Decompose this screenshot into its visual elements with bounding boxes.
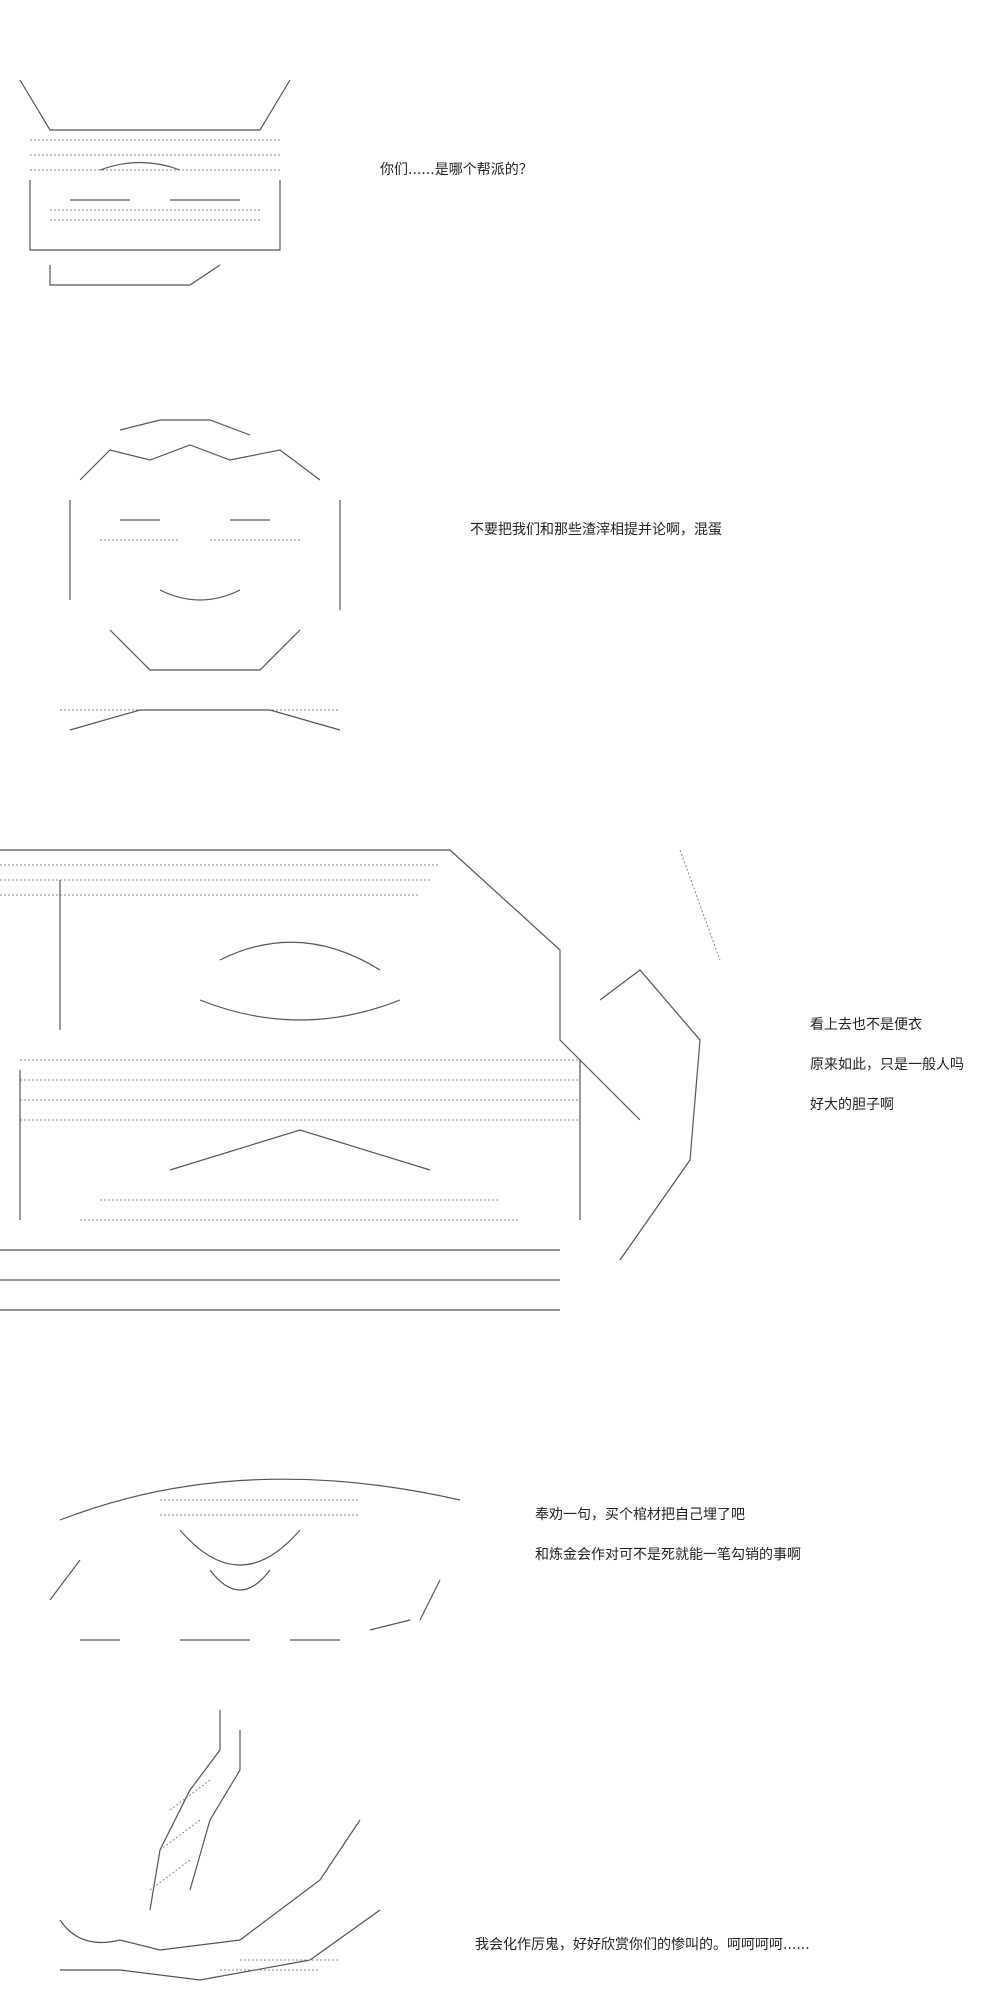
dialogue-line: 和炼金会作对可不是死就能一笔勾销的事啊 [535, 1547, 801, 1563]
ascii-art-hand-5 [40, 1690, 430, 1990]
panel-4: 奉劝一句，买个棺材把自己埋了吧 和炼金会作对可不是死就能一笔勾销的事啊 [0, 1440, 990, 1650]
dialogue-line: 好大的胆子啊 [810, 1097, 894, 1113]
dialogue-1: 你们......是哪个帮派的？ [380, 160, 533, 180]
dialogue-line: 你们......是哪个帮派的？ [380, 162, 533, 178]
dialogue-line: 不要把我们和那些渣滓相提并论啊，混蛋 [470, 522, 722, 538]
panel-5: 我会化作厉鬼，好好欣赏你们的惨叫的。呵呵呵呵...... [0, 1680, 990, 2000]
ascii-art-scene-3 [0, 840, 740, 1350]
panel-3: 看上去也不是便衣 原来如此，只是一般人吗 好大的胆子啊 [0, 830, 990, 1350]
dialogue-5: 我会化作厉鬼，好好欣赏你们的惨叫的。呵呵呵呵...... [475, 1935, 810, 1955]
dialogue-line: 我会化作厉鬼，好好欣赏你们的惨叫的。呵呵呵呵...... [475, 1937, 810, 1953]
dialogue-3: 看上去也不是便衣 原来如此，只是一般人吗 好大的胆子啊 [810, 1005, 964, 1125]
panel-1: 你们......是哪个帮派的？ [0, 0, 990, 320]
dialogue-line: 看上去也不是便衣 [810, 1017, 922, 1033]
dialogue-line: 原来如此，只是一般人吗 [810, 1057, 964, 1073]
ascii-art-character-2 [40, 390, 370, 740]
dialogue-2: 不要把我们和那些渣滓相提并论啊，混蛋 [470, 520, 722, 540]
ascii-art-eyes-4 [40, 1460, 470, 1650]
dialogue-line: 奉劝一句，买个棺材把自己埋了吧 [535, 1507, 745, 1523]
ascii-art-character-1 [10, 60, 300, 290]
panel-2: 不要把我们和那些渣滓相提并论啊，混蛋 [0, 370, 990, 750]
dialogue-4: 奉劝一句，买个棺材把自己埋了吧 和炼金会作对可不是死就能一笔勾销的事啊 [535, 1495, 801, 1575]
